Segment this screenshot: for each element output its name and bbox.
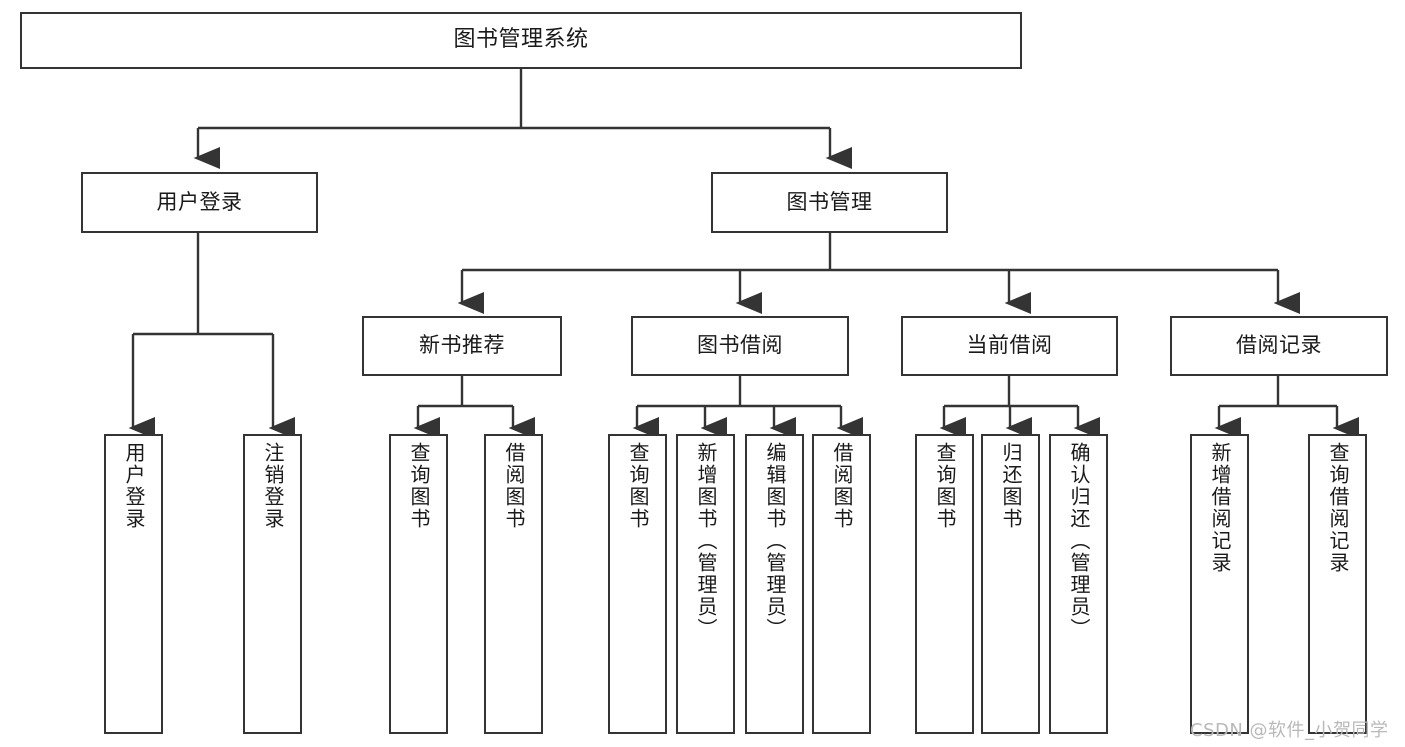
leaf-new-book-query-label: 查询图书 (407, 442, 431, 530)
node-user-login[interactable]: 用户登录 (81, 172, 318, 233)
leaf-book-borrow-edit[interactable]: 编辑图书（管理员） (745, 434, 804, 734)
leaf-new-book-query[interactable]: 查询图书 (389, 434, 448, 734)
node-current-borrow-label: 当前借阅 (966, 333, 1053, 358)
leaf-book-borrow-lend[interactable]: 借阅图书 (812, 434, 871, 734)
node-root-system-label: 图书管理系统 (453, 27, 589, 53)
leaf-user-login-signout[interactable]: 注销登录 (243, 434, 302, 734)
leaf-borrow-record-query[interactable]: 查询借阅记录 (1308, 434, 1367, 734)
csdn-watermark: CSDN @软件_小贺同学 (1190, 720, 1389, 741)
leaf-user-login-signout-label: 注销登录 (261, 442, 285, 530)
node-root-system[interactable]: 图书管理系统 (20, 12, 1022, 69)
leaf-book-borrow-lend-label: 借阅图书 (830, 442, 854, 530)
node-book-borrow-label: 图书借阅 (697, 333, 783, 358)
leaf-book-borrow-add[interactable]: 新增图书（管理员） (676, 434, 735, 734)
leaf-current-borrow-confirm-return[interactable]: 确认归还（管理员） (1049, 434, 1108, 734)
node-book-borrow[interactable]: 图书借阅 (631, 316, 849, 376)
node-user-login-label: 用户登录 (156, 189, 243, 214)
node-new-book-recommend-label: 新书推荐 (419, 333, 505, 358)
leaf-book-borrow-query[interactable]: 查询图书 (608, 434, 667, 734)
leaf-book-borrow-add-label: 新增图书（管理员） (694, 442, 718, 640)
leaf-current-borrow-query[interactable]: 查询图书 (915, 434, 974, 734)
leaf-current-borrow-return-label: 归还图书 (999, 442, 1023, 530)
node-current-borrow[interactable]: 当前借阅 (901, 316, 1118, 376)
leaf-borrow-record-add-label: 新增借阅记录 (1208, 442, 1232, 574)
leaf-new-book-borrow-label: 借阅图书 (502, 442, 526, 530)
leaf-current-borrow-return[interactable]: 归还图书 (981, 434, 1040, 734)
node-new-book-recommend[interactable]: 新书推荐 (362, 316, 562, 376)
node-book-management-label: 图书管理 (786, 189, 873, 214)
node-borrow-record[interactable]: 借阅记录 (1170, 316, 1388, 376)
leaf-current-borrow-confirm-return-label: 确认归还（管理员） (1067, 442, 1091, 640)
leaf-new-book-borrow[interactable]: 借阅图书 (484, 434, 543, 734)
leaf-book-borrow-query-label: 查询图书 (626, 442, 650, 530)
leaf-borrow-record-add[interactable]: 新增借阅记录 (1190, 434, 1249, 734)
leaf-user-login-signin[interactable]: 用户登录 (104, 434, 163, 734)
leaf-user-login-signin-label: 用户登录 (122, 442, 146, 530)
node-borrow-record-label: 借阅记录 (1236, 333, 1322, 358)
leaf-book-borrow-edit-label: 编辑图书（管理员） (763, 442, 787, 640)
leaf-current-borrow-query-label: 查询图书 (933, 442, 957, 530)
leaf-borrow-record-query-label: 查询借阅记录 (1326, 442, 1350, 574)
node-book-management[interactable]: 图书管理 (711, 172, 948, 233)
